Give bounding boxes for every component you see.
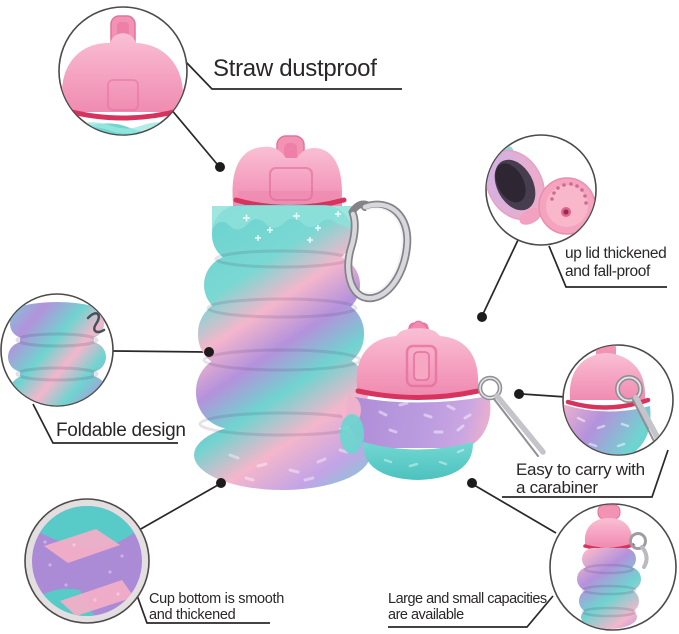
collapsed-band	[346, 396, 491, 448]
label-text: Foldable design	[56, 420, 186, 441]
label-straw-dustproof: Straw dustproof	[213, 55, 377, 83]
wave-decoration	[212, 206, 352, 230]
callout-small-bottle	[549, 503, 677, 631]
label-text-line2: a carabiner	[516, 478, 598, 497]
annotation-lines	[32, 61, 669, 628]
bottle-collapsed	[340, 320, 546, 480]
label-text-line2: and fall-proof	[565, 263, 650, 280]
carabiner	[344, 200, 412, 303]
pointer-dots	[204, 162, 524, 488]
label-text-line1: Cup bottom is smooth	[149, 591, 285, 607]
label-foldable-design: Foldable design	[56, 420, 186, 442]
line-capacity-pointer	[473, 484, 557, 534]
label-text-line1: up lid thickened	[565, 245, 667, 262]
label-text-line1: Easy to carry with	[516, 460, 645, 479]
line-capacity-label	[388, 595, 554, 628]
collapsed-seal-ring	[355, 388, 481, 400]
label-cup-bottom: Cup bottom is smooth and thickened	[149, 591, 285, 623]
label-capacities: Large and small capacities are available	[388, 591, 547, 623]
callout-straw-closeup	[58, 6, 188, 136]
line-uplid-pointer	[482, 239, 519, 315]
line-carry-label	[502, 449, 669, 498]
line-foldable-label	[32, 403, 178, 444]
label-up-lid: up lid thickened and fall-proof	[565, 245, 667, 281]
callout-carabiner	[562, 344, 674, 456]
line-foldable-pointer	[112, 350, 207, 353]
label-easy-to-carry: Easy to carry with a carabiner	[516, 461, 645, 497]
bottle-expanded	[194, 135, 412, 490]
label-text-line2: and thickened	[149, 606, 236, 623]
line-uplid-label	[548, 245, 667, 288]
line-straw-label	[185, 61, 402, 90]
line-carry-pointer	[521, 393, 567, 398]
callout-folded-body	[0, 293, 114, 407]
label-text-line1: Large and small capacities	[388, 591, 547, 607]
label-text: Straw dustproof	[213, 55, 377, 82]
line-straw-pointer	[169, 107, 218, 165]
callout-open-lid	[485, 134, 597, 246]
collapsed-carabiner	[477, 375, 546, 457]
label-text-line2: are available	[388, 606, 464, 623]
collapsed-bowl	[362, 442, 474, 480]
callout-cup-bottom	[24, 498, 150, 624]
line-bottom-pointer	[138, 484, 219, 531]
